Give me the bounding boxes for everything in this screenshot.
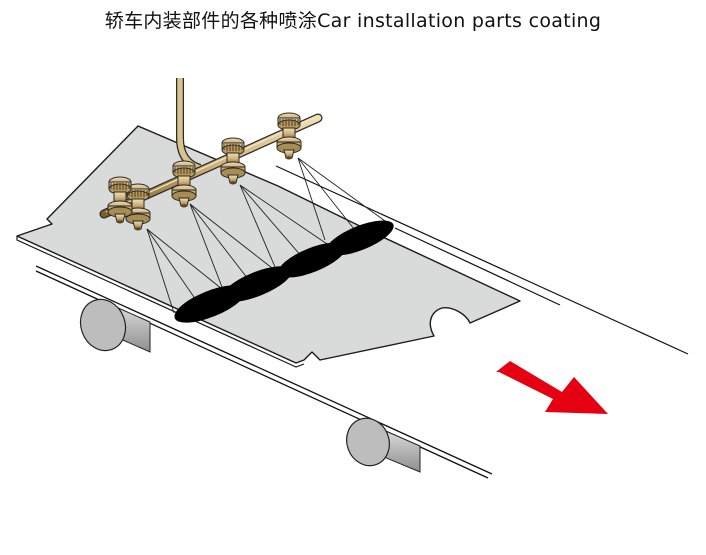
spray-cones bbox=[146, 157, 393, 314]
roller-back bbox=[346, 417, 421, 473]
supply-pipe bbox=[176, 78, 202, 172]
roller-front bbox=[79, 298, 151, 353]
spray-spots bbox=[174, 220, 394, 323]
arrow-right-down-icon bbox=[496, 361, 608, 414]
booth-guide-lines bbox=[275, 165, 689, 355]
diagram-title: 轿车内装部件的各种喷涂Car installation parts coatin… bbox=[104, 10, 602, 32]
